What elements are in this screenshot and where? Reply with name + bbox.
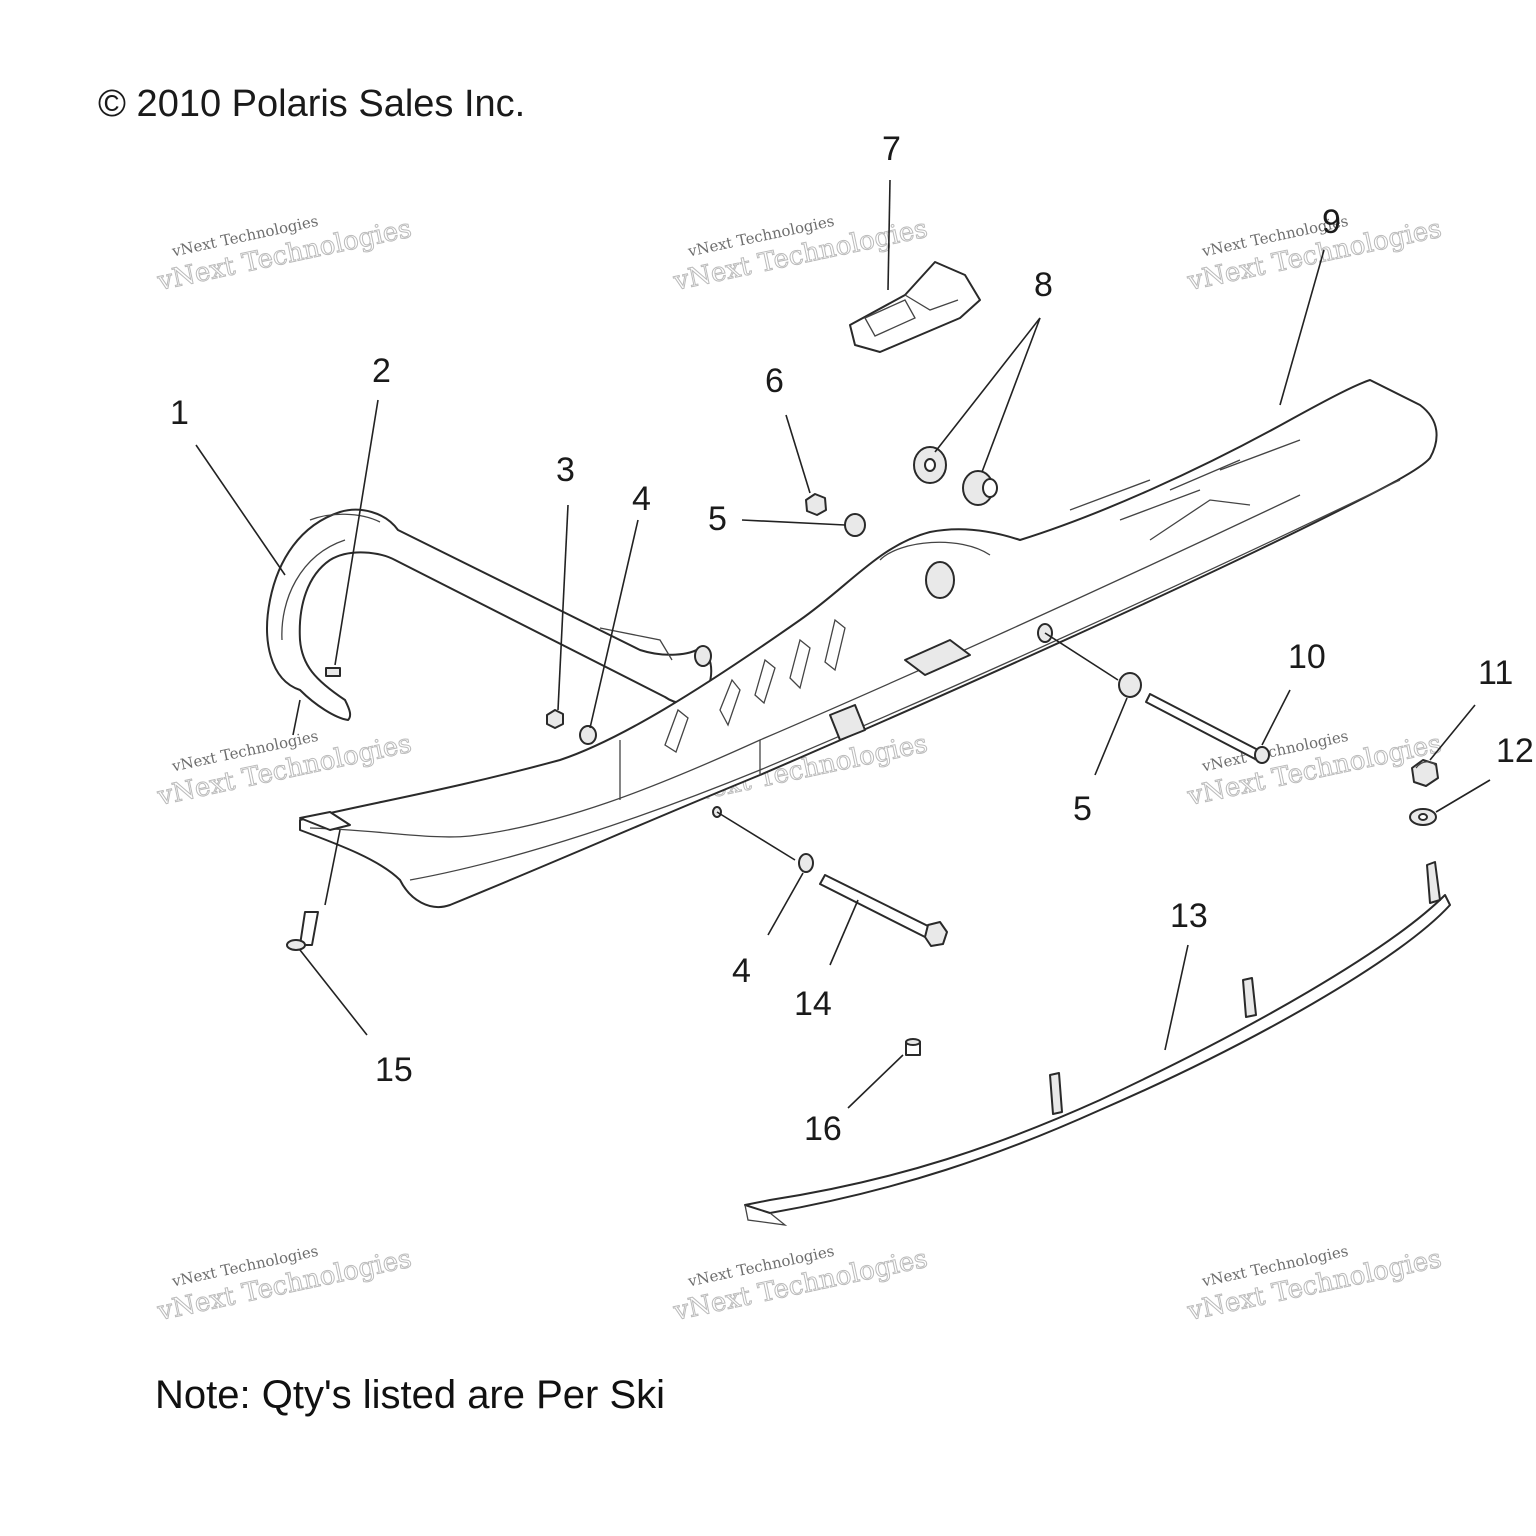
watermark: vNext Technologies vNext Technologies [670, 1242, 931, 1328]
callout-14: 14 [794, 985, 832, 1023]
callout-15: 15 [375, 1051, 413, 1089]
ski-handle-drawing [266, 508, 713, 721]
callout-8: 8 [1034, 266, 1053, 304]
watermark: vNext Technologies vNext Technologies [1184, 1242, 1445, 1328]
watermarks: vNext Technologies vNext Technologies vN… [154, 212, 1445, 1328]
callout-5-lower: 5 [1073, 790, 1092, 828]
washer-4-upper-drawing [579, 725, 597, 745]
callout-10: 10 [1288, 638, 1326, 676]
watermark: vNext Technologies vNext Technologies [154, 727, 415, 813]
wear-bar-13-drawing [744, 861, 1451, 1226]
pin-15-drawing [286, 911, 319, 951]
callout-13: 13 [1170, 897, 1208, 935]
watermark: vNext Technologies vNext Technologies [154, 212, 415, 298]
callout-11: 11 [1478, 654, 1513, 692]
nut-11-drawing [1411, 759, 1439, 787]
leader-lines [195, 179, 1491, 1109]
watermark: vNext Technologies vNext Technologies [1184, 212, 1445, 298]
plug-16-drawing [905, 1038, 921, 1056]
washer-5-upper-drawing [844, 513, 866, 537]
callout-6: 6 [765, 362, 784, 400]
callout-9: 9 [1322, 203, 1341, 241]
note-text: Note: Qty's listed are Per Ski [155, 1373, 665, 1417]
watermark: vNext Technologies vNext Technologies [154, 1242, 415, 1328]
watermark: vNext Technologies vNext Technologies [1184, 727, 1445, 813]
callout-12: 12 [1496, 732, 1534, 770]
pad-7-drawing [849, 261, 981, 353]
callout-5-upper: 5 [708, 500, 727, 538]
washer-4-lower-drawing [798, 853, 814, 873]
washer-5-lower-drawing [1118, 672, 1142, 698]
callout-3: 3 [556, 451, 575, 489]
rivet-2-drawing [325, 667, 341, 677]
callout-2: 2 [372, 352, 391, 390]
callout-7: 7 [882, 130, 901, 168]
callout-4-lower: 4 [732, 952, 751, 990]
callout-16: 16 [804, 1110, 842, 1148]
bolt-10-drawing [1145, 693, 1270, 764]
nut-3-drawing [546, 709, 564, 729]
callout-4-upper: 4 [632, 480, 651, 518]
callout-1: 1 [170, 394, 189, 432]
ski-body-drawing [299, 379, 1438, 908]
watermark: vNext Technologies vNext Technologies [670, 212, 931, 298]
bushings-8-drawing [913, 446, 998, 506]
copyright-text: © 2010 Polaris Sales Inc. [98, 83, 525, 125]
nut-6-drawing [805, 493, 827, 516]
bolt-14-drawing [819, 874, 948, 947]
callout-labels: 1 2 3 4 4 5 5 6 7 8 9 10 11 12 13 14 15 … [170, 130, 1534, 1148]
